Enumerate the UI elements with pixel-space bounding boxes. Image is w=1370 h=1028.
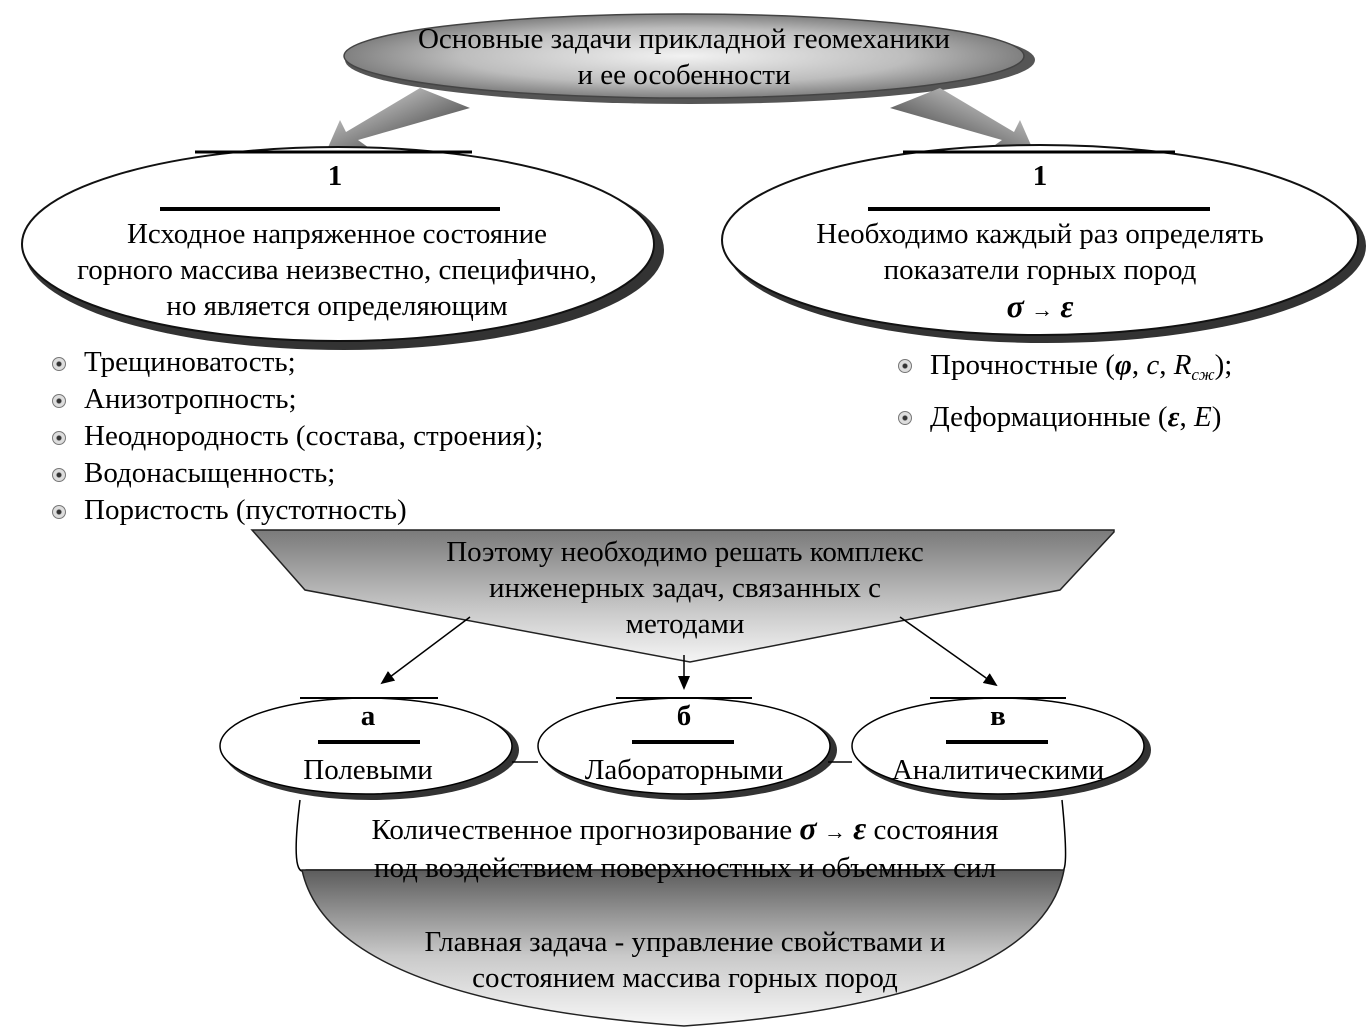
- method-a-label: Полевыми: [303, 754, 433, 786]
- bullet-icon: [52, 468, 66, 482]
- main-task-line1: Главная задача - управление свойствами и: [424, 926, 946, 958]
- bullet-icon: [898, 411, 912, 425]
- top-title-line1: Основные задачи прикладной геомеханики: [417, 23, 951, 55]
- epsilon-symbol: ε: [853, 810, 867, 846]
- funnel-line3: методами: [625, 608, 745, 640]
- top-title: Основные задачи прикладной геомеханики и…: [344, 21, 1024, 93]
- method-b-letter: б: [676, 700, 692, 732]
- forecast-line1: Количественное прогнозирование σ → ε сос…: [371, 810, 999, 846]
- left-properties-list: Трещиноватость; Анизотропность; Неодноро…: [52, 344, 543, 529]
- right-box-text: Необходимо каждый раз определять показат…: [740, 216, 1340, 328]
- list-item: Водонасыщенность;: [52, 455, 543, 492]
- arrow-right-icon: →: [1031, 297, 1054, 322]
- method-a-letter: а: [360, 700, 376, 732]
- method-c-letter: в: [990, 700, 1006, 732]
- arrow-right-big: [890, 88, 1034, 152]
- top-ellipse: [343, 13, 1025, 99]
- right-box-line2: показатели горных пород: [883, 254, 1197, 286]
- arrow-right-icon: →: [823, 819, 846, 844]
- right-box-number: 1: [1032, 160, 1048, 192]
- arrow-to-analytic: [899, 616, 998, 687]
- forecast-text: Количественное прогнозирование σ → ε сос…: [290, 810, 1080, 886]
- bullet-icon: [898, 359, 912, 373]
- funnel-shape: [250, 529, 1115, 663]
- main-task-text: Главная задача - управление свойствами и…: [330, 924, 1040, 996]
- list-item: Пористость (пустотность): [52, 492, 543, 529]
- epsilon-symbol: ε: [1060, 288, 1074, 324]
- list-item: Деформационные (ε, E): [898, 396, 1232, 438]
- left-box-text: Исходное напряженное состояние горного м…: [22, 216, 652, 324]
- funnel-text: Поэтому необходимо решать комплекс инжен…: [330, 534, 1040, 642]
- left-ellipse: [21, 146, 655, 342]
- funnel-line1: Поэтому необходимо решать комплекс: [446, 536, 924, 568]
- list-item: Трещиноватость;: [52, 344, 543, 381]
- sigma-symbol: σ: [1006, 288, 1024, 324]
- bottom-bowl: [301, 869, 1065, 1027]
- right-properties-list: Прочностные (φ, c, Rсж); Деформационные …: [898, 344, 1232, 438]
- bullet-icon: [52, 357, 66, 371]
- main-task-line2: состоянием массива горных пород: [472, 962, 898, 994]
- list-item: Неоднородность (состава, строения);: [52, 418, 543, 455]
- sigma-symbol: σ: [799, 810, 817, 846]
- funnel-line2: инженерных задач, связанных с: [488, 572, 882, 604]
- left-box-number: 1: [327, 160, 343, 192]
- left-box-line1: Исходное напряженное состояние: [126, 218, 548, 250]
- list-item: Анизотропность;: [52, 381, 543, 418]
- method-b-label: Лабораторными: [584, 754, 784, 786]
- forecast-line2: под воздействием поверхностных и объемны…: [373, 852, 997, 884]
- bullet-icon: [52, 505, 66, 519]
- method-c-label: Аналитическими: [891, 754, 1105, 786]
- bullet-icon: [52, 431, 66, 445]
- right-ellipse: [721, 144, 1359, 336]
- left-box-line3: но является определяющим: [166, 290, 508, 322]
- bullet-icon: [52, 394, 66, 408]
- right-box-formula: σ → ε: [740, 288, 1340, 328]
- top-title-line2: и ее особенности: [577, 59, 791, 91]
- right-box-line1: Необходимо каждый раз определять: [816, 218, 1264, 250]
- list-item: Прочностные (φ, c, Rсж);: [898, 344, 1232, 396]
- left-box-line2: горного массива неизвестно, специфично,: [77, 254, 597, 286]
- arrow-to-field: [380, 616, 471, 685]
- arrow-left-big: [326, 88, 470, 152]
